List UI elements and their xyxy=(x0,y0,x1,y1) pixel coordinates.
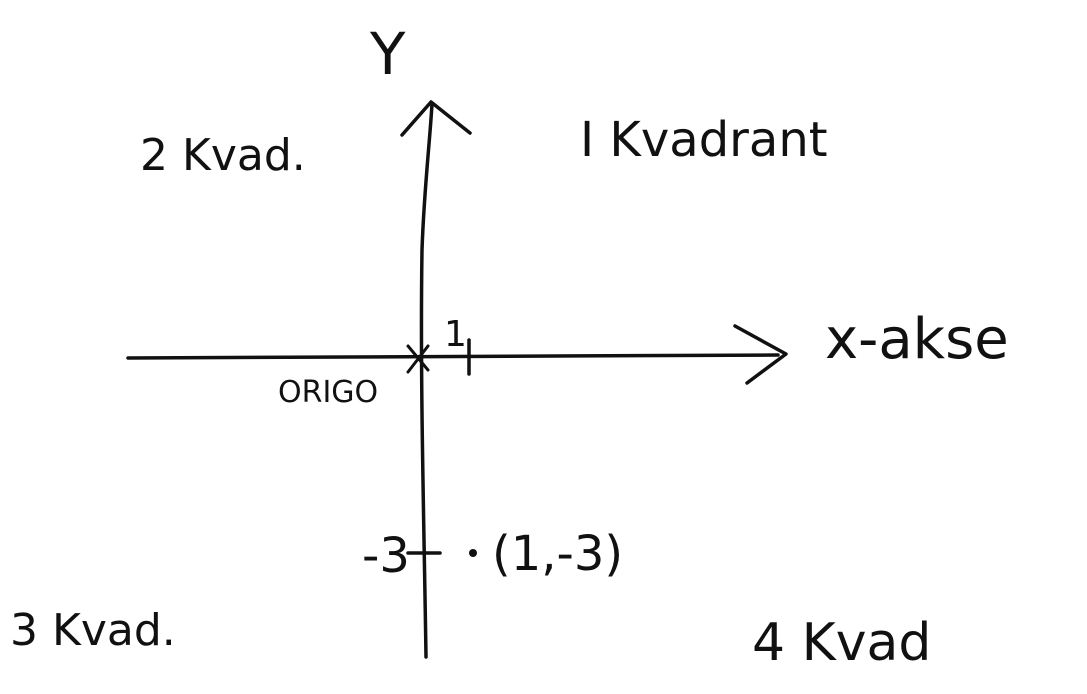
y-axis-arrowhead xyxy=(400,100,472,137)
x-axis-label: x-akse xyxy=(825,307,1009,372)
y-tick-label: -3 xyxy=(362,528,410,584)
quadrant-2-label: 2 Kvad. xyxy=(140,130,306,181)
y-axis-label: Y xyxy=(369,20,406,88)
quadrant-1-label: I Kvadrant xyxy=(580,112,828,168)
y-axis-line xyxy=(419,102,434,659)
quadrant-3-label: 3 Kvad. xyxy=(10,605,176,656)
origin-cross-mark xyxy=(406,344,430,374)
x-axis-line xyxy=(126,353,780,360)
point-dot xyxy=(469,549,477,557)
quadrant-4-label: 4 Kvad xyxy=(752,613,931,673)
x-tick-label: 1 xyxy=(444,314,467,355)
point-label: (1,-3) xyxy=(492,526,623,582)
origin-label: ORIGO xyxy=(278,375,378,410)
x-axis-arrowhead xyxy=(733,324,788,385)
